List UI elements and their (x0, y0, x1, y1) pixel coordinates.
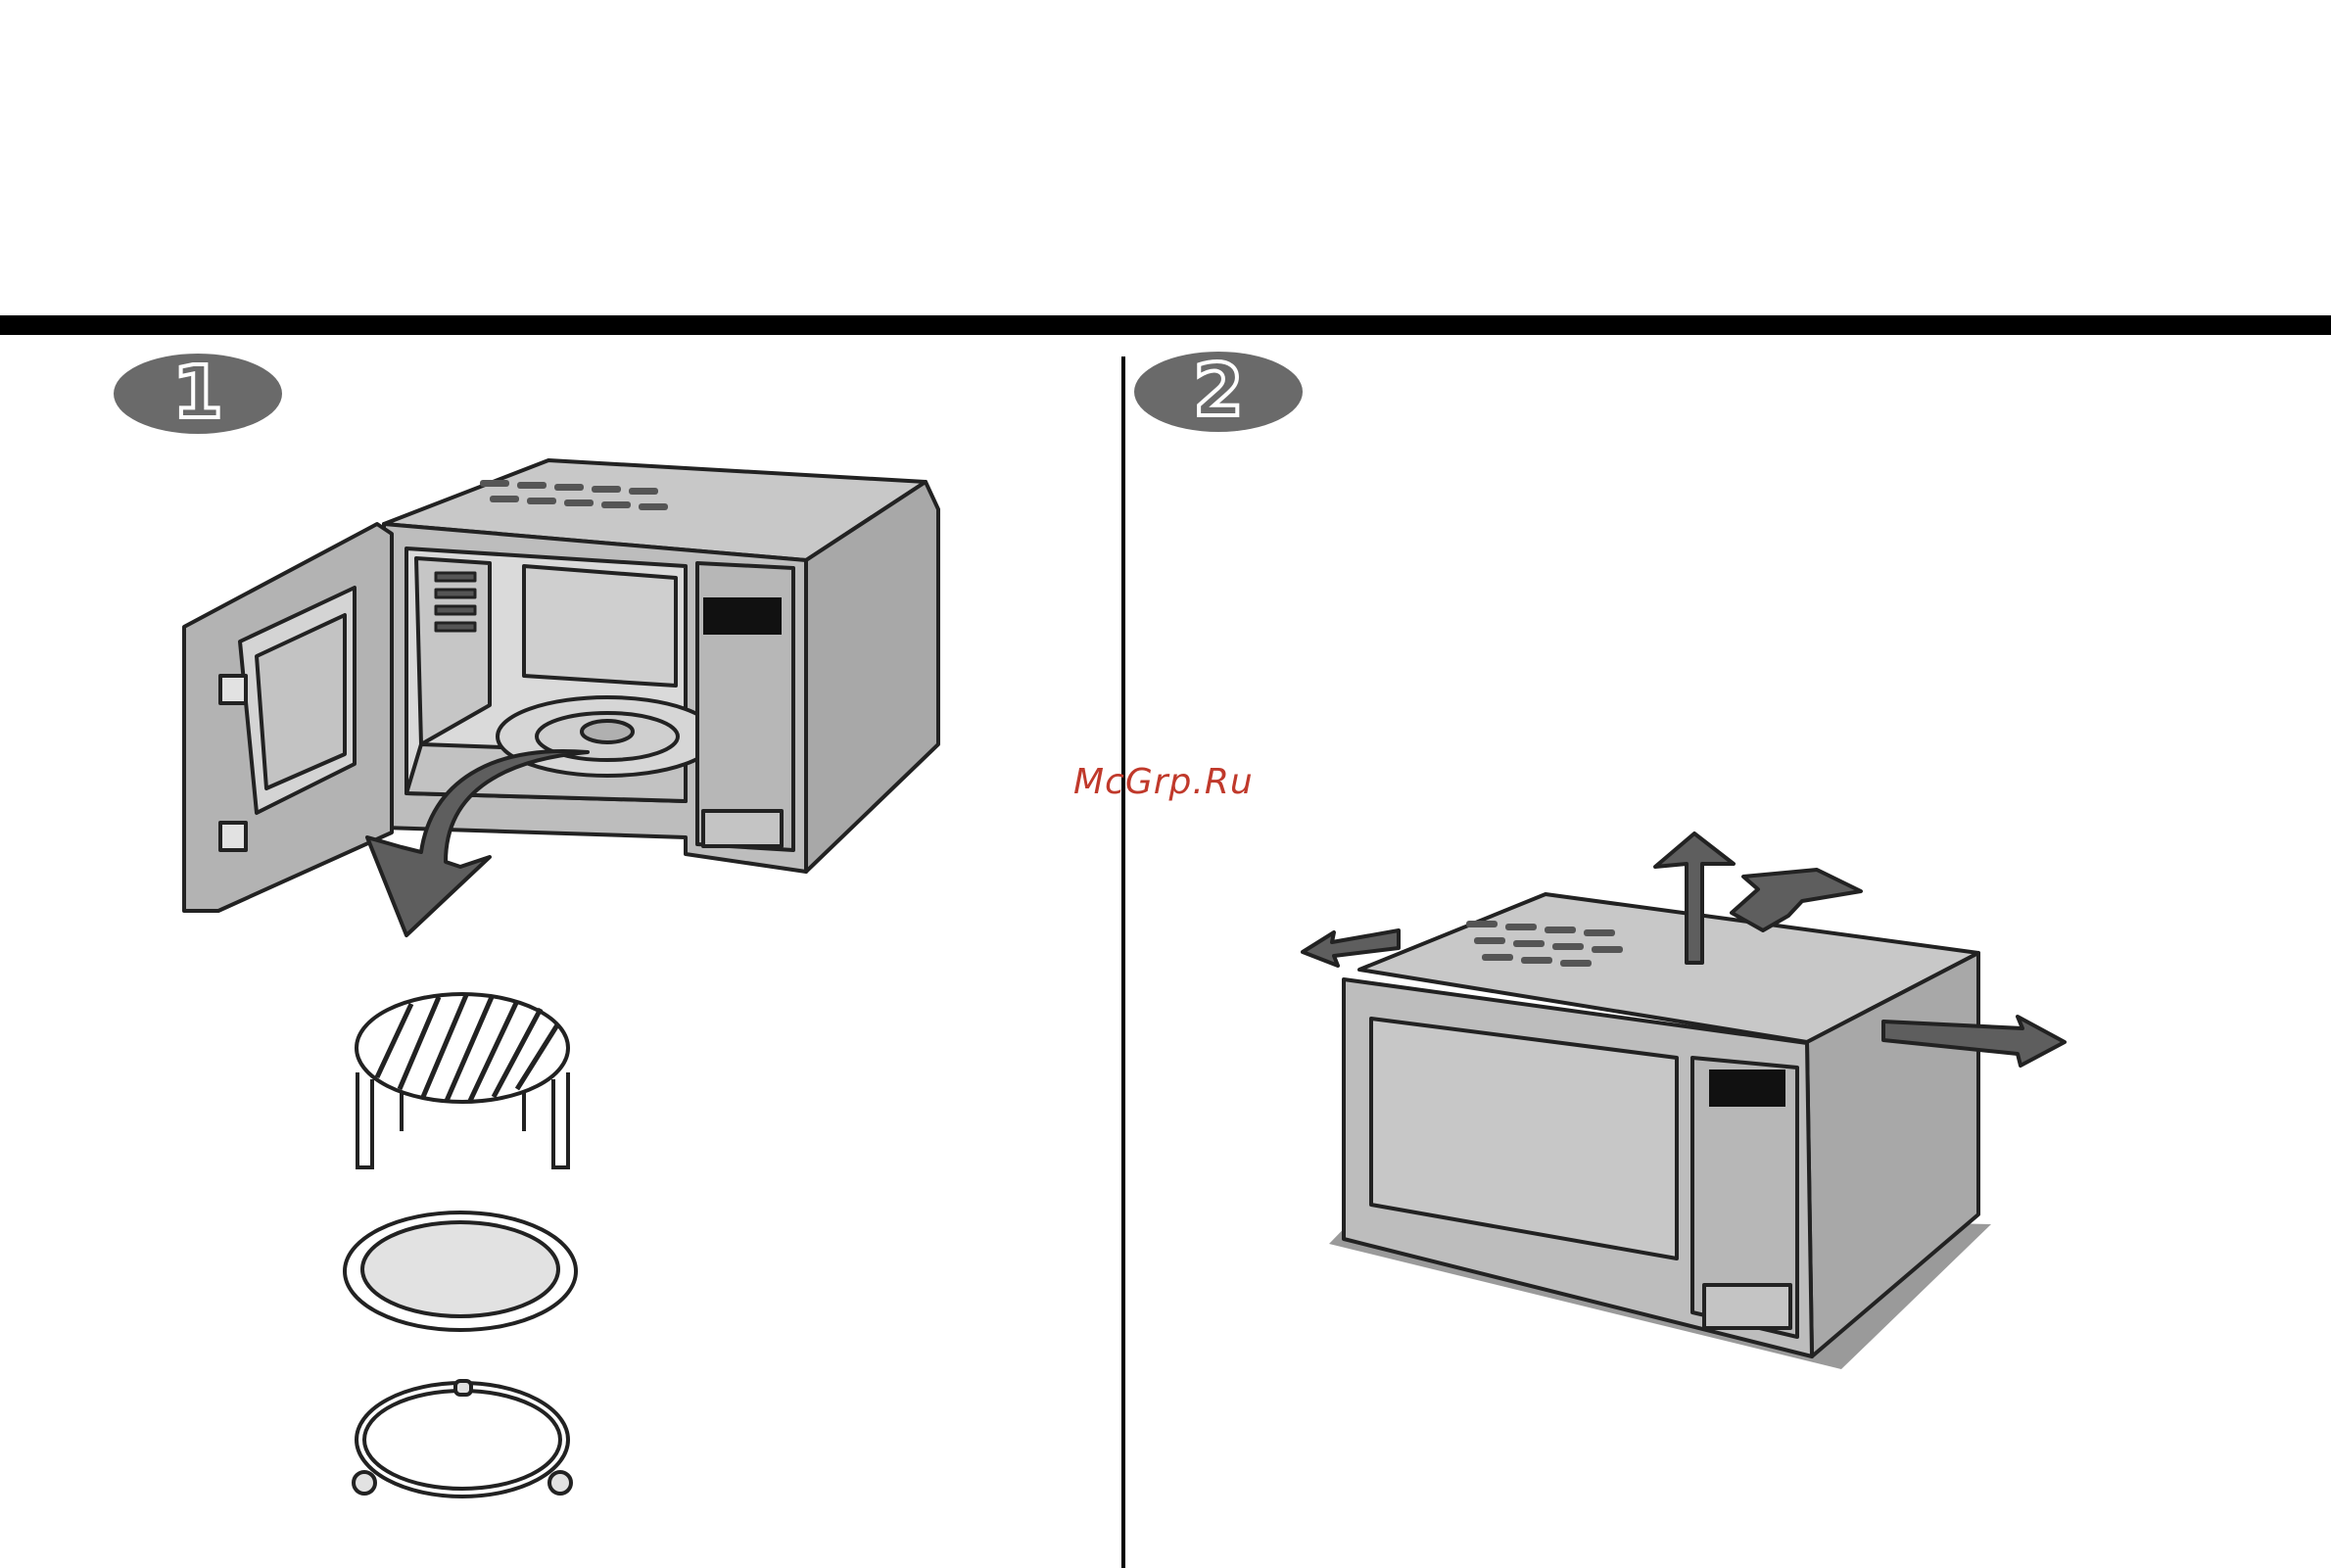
closed-microwave-illustration (1329, 894, 1991, 1369)
watermark-text: McGrp.Ru (1073, 762, 1254, 802)
vent-arrow-back-right (1732, 870, 1861, 930)
